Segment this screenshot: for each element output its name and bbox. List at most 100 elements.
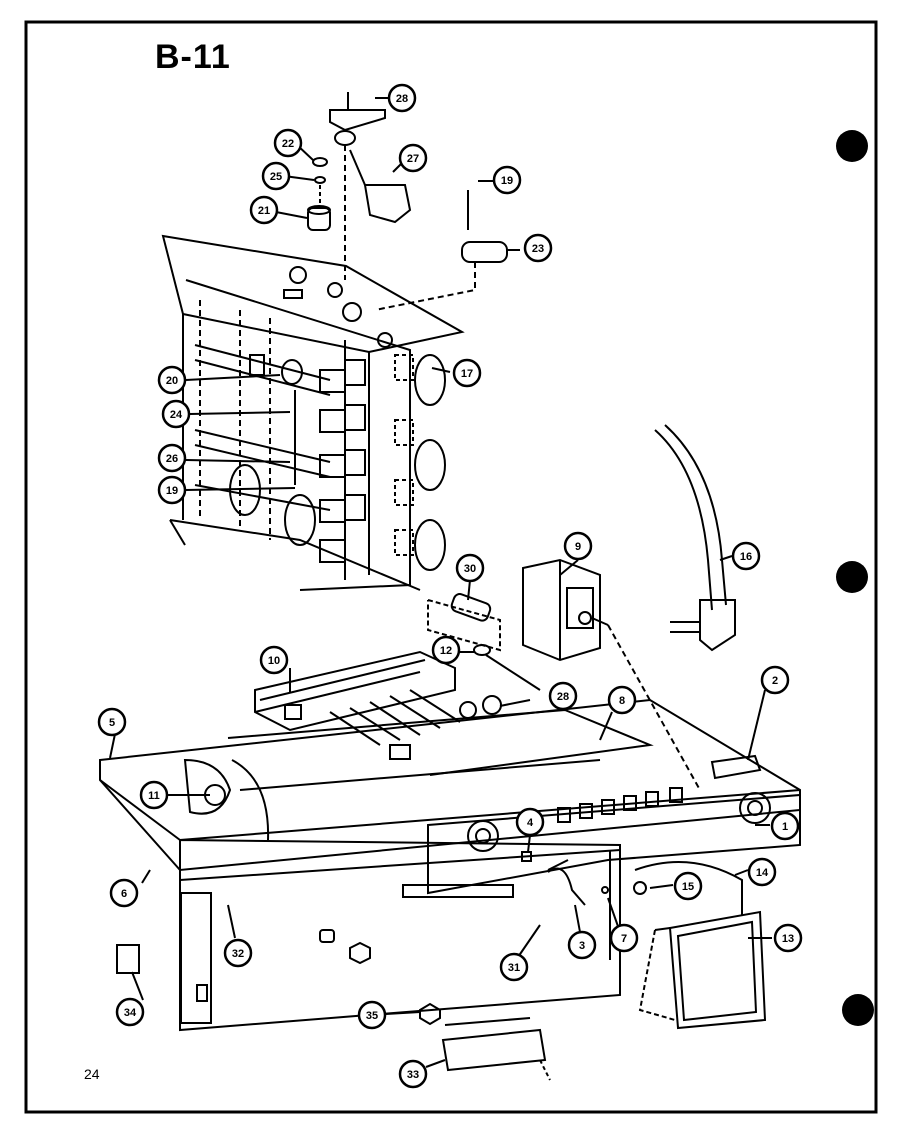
part-14-cord [634, 861, 743, 915]
callout-5-label: 5 [109, 717, 115, 729]
callout-26: 26 [157, 443, 187, 473]
callout-16-label: 16 [740, 551, 752, 563]
callout-12-label: 12 [440, 645, 452, 657]
callout-25-label: 25 [270, 171, 282, 183]
part-12-spring [473, 644, 491, 656]
callout-20: 20 [157, 365, 187, 395]
part-21-knob [307, 207, 331, 231]
callout-20-label: 20 [166, 375, 178, 387]
power-cord [654, 424, 736, 652]
callout-30: 30 [455, 553, 485, 583]
callout-2: 2 [760, 665, 790, 695]
callout-15-label: 15 [682, 881, 694, 893]
callout-34: 34 [115, 997, 145, 1027]
callout-4: 4 [515, 807, 545, 837]
callout-1-label: 1 [782, 821, 788, 833]
callout-19a-label: 19 [501, 175, 513, 187]
callout-33-label: 33 [407, 1069, 419, 1081]
part-3-spring [547, 867, 586, 906]
part-11-motor [183, 758, 270, 841]
callout-31-label: 31 [508, 962, 520, 974]
callout-27: 27 [398, 143, 428, 173]
binder-hole-top [836, 130, 868, 162]
part-2-bracket [710, 754, 762, 780]
callout-3-label: 3 [579, 940, 585, 952]
callout-8-label: 8 [619, 695, 625, 707]
callout-6-label: 6 [121, 888, 127, 900]
callout-26-label: 26 [166, 453, 178, 465]
callout-28a-label: 28 [396, 93, 408, 105]
callout-28a: 28 [387, 83, 417, 113]
callout-4-label: 4 [527, 817, 534, 829]
page-title: B-11 [155, 38, 231, 76]
part-28-bracket [329, 109, 386, 132]
control-panel-housing [99, 698, 801, 1032]
callout-10-label: 10 [268, 655, 280, 667]
callout-17: 17 [452, 358, 482, 388]
callout-9-label: 9 [575, 541, 581, 553]
callout-34-label: 34 [124, 1007, 137, 1019]
page-border [24, 20, 878, 1114]
callout-32-label: 32 [232, 948, 244, 960]
callout-30-label: 30 [464, 563, 476, 575]
callout-5: 5 [97, 707, 127, 737]
callout-3: 3 [567, 930, 597, 960]
callout-1: 1 [770, 811, 800, 841]
callout-28b-label: 28 [557, 691, 569, 703]
callout-bubbles: 28 27 22 25 21 19 23 17 20 24 26 19 9 16… [97, 83, 803, 1089]
callout-7: 7 [609, 923, 639, 953]
part-34-block [116, 944, 140, 974]
callout-33: 33 [398, 1059, 428, 1089]
callout-31: 31 [499, 952, 529, 982]
callout-23-label: 23 [532, 243, 544, 255]
part-28-knob [459, 701, 477, 719]
callout-22-label: 22 [282, 138, 294, 150]
callout-17-label: 17 [461, 368, 473, 380]
callout-10: 10 [259, 645, 289, 675]
part-23-bracket [461, 241, 508, 263]
part-nut [349, 941, 371, 965]
callout-28b: 28 [548, 681, 578, 711]
binder-hole-middle [836, 561, 868, 593]
callout-19a: 19 [492, 165, 522, 195]
pushbutton-strip [254, 650, 461, 760]
part-27-switch [363, 184, 412, 224]
callout-12: 12 [431, 635, 461, 665]
callout-8: 8 [607, 685, 637, 715]
callout-23: 23 [523, 233, 553, 263]
timer-motor [522, 558, 701, 791]
page-number: 24 [84, 1066, 100, 1082]
callout-2-label: 2 [772, 675, 778, 687]
callout-16: 16 [731, 541, 761, 571]
pushbutton-switch-bank [169, 279, 446, 591]
callout-9: 9 [563, 531, 593, 561]
callout-14: 14 [747, 857, 777, 887]
callout-19b-label: 19 [166, 485, 178, 497]
part-30-relay [450, 593, 492, 622]
callout-22: 22 [273, 128, 303, 158]
callout-11: 11 [139, 780, 169, 810]
callout-24-label: 24 [170, 409, 183, 421]
callout-19b: 19 [157, 475, 187, 505]
callout-13-label: 13 [782, 933, 794, 945]
callout-21: 21 [249, 195, 279, 225]
callout-15: 15 [673, 871, 703, 901]
callout-27-label: 27 [407, 153, 419, 165]
callout-7-label: 7 [621, 933, 627, 945]
callout-11-label: 11 [148, 790, 160, 802]
callout-24: 24 [161, 399, 191, 429]
part-33-connector [441, 1028, 547, 1072]
switch-mounting-plate [161, 234, 465, 354]
callout-6: 6 [109, 878, 139, 908]
callout-21-label: 21 [258, 205, 270, 217]
callout-35: 35 [357, 1000, 387, 1030]
callout-14-label: 14 [756, 867, 769, 879]
part-35-screw [419, 1002, 441, 1026]
callout-35-label: 35 [366, 1010, 378, 1022]
part-15-light [633, 881, 647, 895]
callout-13: 13 [773, 923, 803, 953]
front-control-panel [427, 787, 801, 895]
binder-hole-bottom [842, 994, 874, 1026]
